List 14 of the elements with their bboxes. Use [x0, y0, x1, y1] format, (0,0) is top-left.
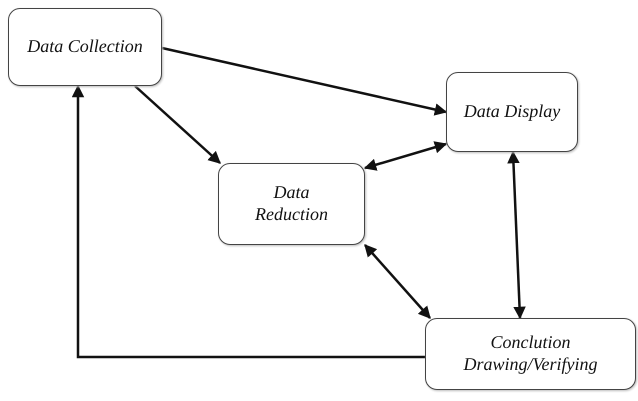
- process-box: [425, 318, 636, 390]
- arrow: [364, 141, 448, 171]
- box-label: Data Reduction: [254, 182, 329, 226]
- arrow: [162, 46, 448, 116]
- box-label: Data Display: [464, 101, 560, 123]
- arrow: [364, 244, 431, 319]
- box-label: Conclution Drawing/Verifying: [462, 332, 598, 376]
- process-box: [446, 72, 578, 152]
- process-box: [8, 8, 162, 86]
- box-label: Data Collection: [27, 36, 143, 58]
- arrow: [507, 150, 526, 320]
- arrow: [72, 84, 425, 358]
- process-box: [218, 163, 365, 245]
- arrow: [134, 85, 221, 164]
